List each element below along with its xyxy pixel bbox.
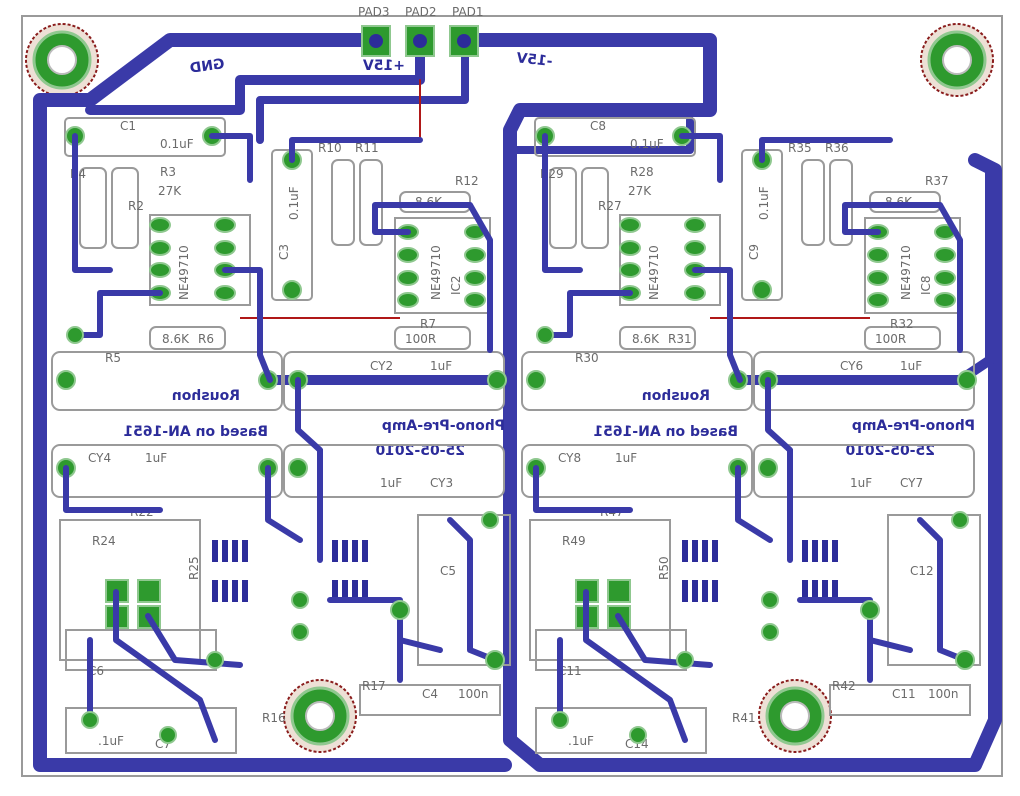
r7-ref: R32 [890, 317, 914, 331]
r16-ref: R41 [732, 711, 756, 725]
cy-top-ref: CY6 [840, 359, 863, 373]
cy-top-value: 1uF [430, 359, 452, 373]
r3-value: 27K [158, 184, 182, 198]
minus15v-label: -15V [515, 50, 553, 70]
cy-right-ref: CY7 [900, 476, 923, 490]
title-label: Phono-Pre-Amp [852, 418, 975, 434]
cy-bot-ref: CY4 [88, 451, 111, 465]
note-label: Based on AN-1651 [123, 424, 268, 440]
pad1-label: PAD1 [452, 5, 484, 19]
r10-ref: R35 [788, 141, 812, 155]
r17-ref: R17 [362, 679, 386, 693]
c4-ref: C4 [422, 687, 438, 701]
r3-ref: R28 [630, 165, 654, 179]
ic-a-label: NE49710 [647, 245, 661, 300]
channel-right: C8 0.1uF R29 R27 R28 27K NE49710 C9 0.1u… [521, 117, 981, 754]
cy-top-value: 1uF [900, 359, 922, 373]
c-top-ref: C8 [590, 119, 606, 133]
mount-hole-top-left [25, 23, 99, 97]
r11-ref: R11 [355, 141, 379, 155]
c6-ref: C11 [558, 664, 582, 678]
cy-right-value: 1uF [380, 476, 402, 490]
mount-hole-bottom-left [283, 679, 357, 753]
r6-ref: R6 [198, 332, 214, 346]
r24-ref: R49 [562, 534, 586, 548]
r11-ref: R36 [825, 141, 849, 155]
cy-right-ref: CY3 [430, 476, 453, 490]
pad3-label: PAD3 [358, 5, 390, 19]
cy-top-ref: CY2 [370, 359, 393, 373]
r7-value: 100R [405, 332, 436, 346]
capacitor-outline [64, 117, 226, 157]
c4-value: 100n [928, 687, 959, 701]
ic-a-outline [149, 214, 251, 306]
r25-ref: R25 [187, 556, 201, 580]
c-mid-ref: C9 [747, 244, 761, 260]
cy-bot-value: 1uF [145, 451, 167, 465]
r5-ref: R5 [105, 351, 121, 365]
r16-ref: R16 [262, 711, 286, 725]
ic-b-label: NE49710 [899, 245, 913, 300]
plus15v-label: +15V [363, 58, 405, 74]
channel-left: C1 0.1uF R4 R2 R3 27K NE49710 C3 0.1uF R… [51, 117, 511, 754]
r3-value: 27K [628, 184, 652, 198]
note-label: Based on AN-1651 [593, 424, 738, 440]
c-mid-ref: C3 [277, 244, 291, 260]
c7-value: .1uF [98, 734, 124, 748]
cy-bot-ref: CY8 [558, 451, 581, 465]
c-top-value: 0.1uF [160, 137, 194, 151]
c4-ref: C11 [892, 687, 916, 701]
mount-hole-bottom-right [758, 679, 832, 753]
r3-ref: R3 [160, 165, 176, 179]
brand-label: Roushon [642, 388, 710, 404]
r6-value: 8.6K [632, 332, 660, 346]
date-label: 25-05-2010 [845, 443, 935, 459]
c-mid-value: 0.1uF [757, 186, 771, 220]
date-label: 25-05-2010 [375, 443, 465, 459]
r2-ref: R27 [598, 199, 622, 213]
r6-value: 8.6K [162, 332, 190, 346]
cy-right-value: 1uF [850, 476, 872, 490]
mount-hole-top-right [920, 23, 994, 97]
pad2-label: PAD2 [405, 5, 437, 19]
r12-ref: R37 [925, 174, 949, 188]
r12-ref: R12 [455, 174, 479, 188]
ic-b-ref: IC8 [919, 275, 933, 295]
gnd-label: GND [189, 56, 226, 77]
r6-ref: R31 [668, 332, 692, 346]
ic-a-label: NE49710 [177, 245, 191, 300]
power-connector[interactable] [361, 25, 479, 57]
c-mid-value: 0.1uF [287, 186, 301, 220]
r5-ref: R30 [575, 351, 599, 365]
cy-bot-value: 1uF [615, 451, 637, 465]
r7-value: 100R [875, 332, 906, 346]
c5-ref: C12 [910, 564, 934, 578]
title-label: Phono-Pre-Amp [382, 418, 505, 434]
c4-value: 100n [458, 687, 489, 701]
ic-b-ref: IC2 [449, 275, 463, 295]
brand-label: Roushon [172, 388, 240, 404]
ic-b-label: NE49710 [429, 245, 443, 300]
c5-ref: C5 [440, 564, 456, 578]
c7-value: .1uF [568, 734, 594, 748]
c-top-ref: C1 [120, 119, 136, 133]
r2-ref: R2 [128, 199, 144, 213]
resistor-outline [79, 167, 107, 249]
r25-ref: R50 [657, 556, 671, 580]
r17-ref: R42 [832, 679, 856, 693]
r7-ref: R7 [420, 317, 436, 331]
r10-ref: R10 [318, 141, 342, 155]
c-top-value: 0.1uF [630, 137, 664, 151]
r24-ref: R24 [92, 534, 116, 548]
